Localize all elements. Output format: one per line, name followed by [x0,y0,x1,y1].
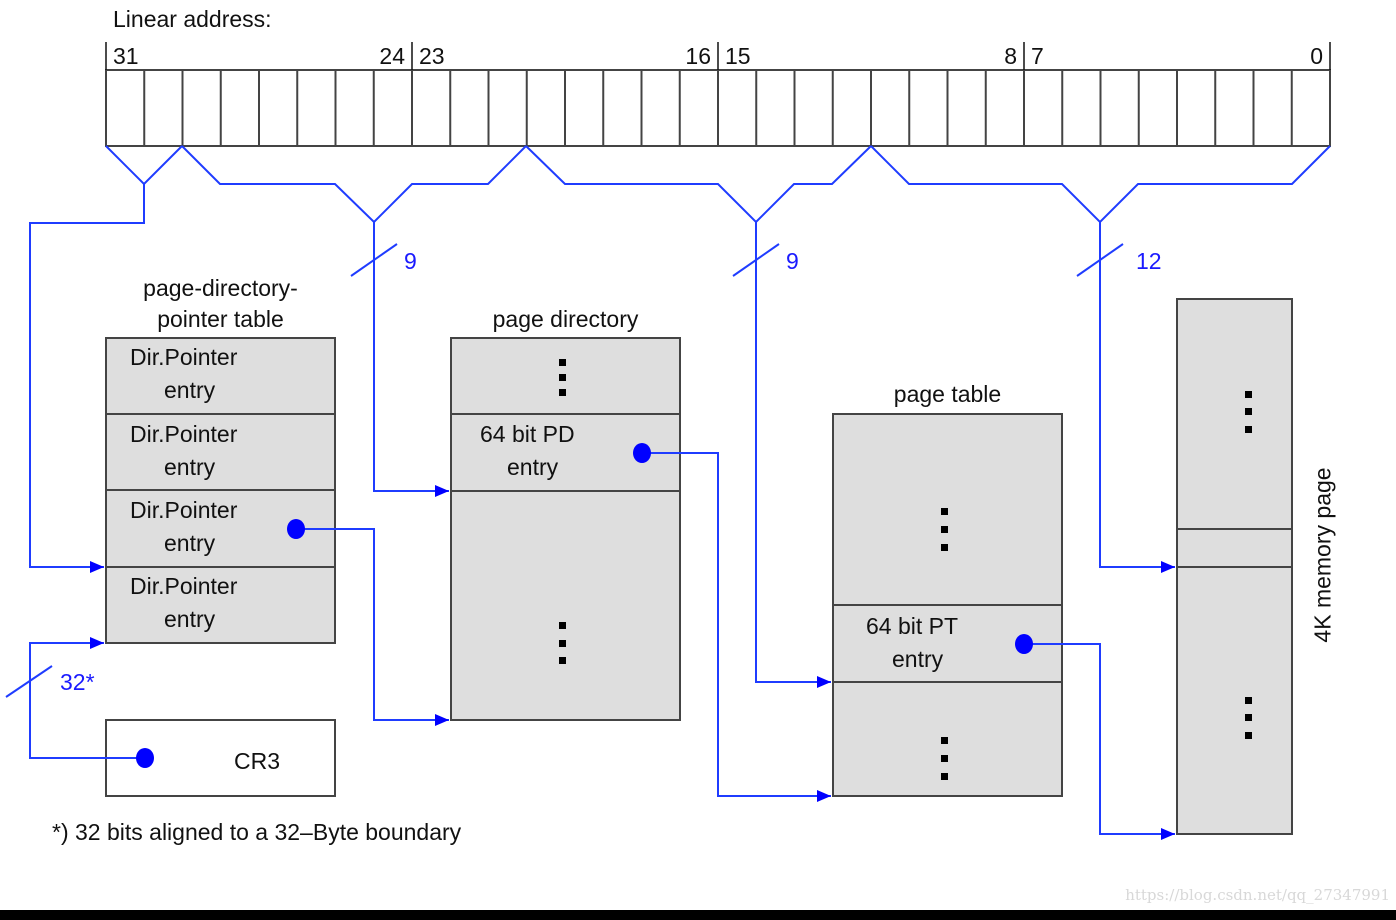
offset-width-label: 12 [1136,248,1162,274]
watermark: https://blog.csdn.net/qq_27347991 [1125,886,1390,904]
line-pdpt-entry-to-pd [296,528,449,726]
mem-ellipsis-bottom [1245,697,1252,739]
page-table-table [832,413,1063,797]
table-width-label: 9 [786,248,799,274]
linear-address-title: Linear address: [113,6,272,32]
line-dirptr-index-to-pdpt [29,184,145,573]
page-directory-title: page directory [492,306,639,332]
pd-ellipsis-bottom [559,622,566,664]
pdpt-entry-0-line2: entry [164,377,216,403]
pd-ellipsis-top [559,359,566,396]
bit-label-16: 16 [685,43,711,69]
bit-label-8: 8 [1004,43,1017,69]
bit-label-24: 24 [379,43,405,69]
pt-ellipsis-bottom [941,737,948,780]
pdpt-entry-3-line1: Dir.Pointer [130,573,238,599]
pdpt-entry-1 [105,413,336,491]
page-directory-body [450,337,681,721]
pdpt-entry-1-line2: entry [164,454,216,480]
line-table-index-to-pt [755,222,831,688]
slash-mark-offset [1076,243,1124,277]
slash-mark-table [732,243,780,277]
bit-label-23: 23 [419,43,445,69]
pdpt-entry-0-line1: Dir.Pointer [130,344,238,370]
brace-bits-31-30 [105,145,183,186]
line-cr3-to-pdpt [29,637,145,759]
linear-address-bit-grid [105,42,1331,147]
pdpt-entry-0 [105,337,336,415]
pt-entry-pointer-dot [1015,634,1033,654]
pd-entry-line1: 64 bit PD [480,421,575,447]
pdpt-entry-3 [105,566,336,644]
pd-entry-pointer-dot [633,443,651,463]
pdpt-entry-2-line1: Dir.Pointer [130,497,238,523]
connector-lines [5,145,1331,840]
cr3-width-label: 32* [60,669,95,695]
slash-mark-cr3 [5,665,53,698]
line-pt-entry-to-page [1024,643,1175,840]
pdpt-table [105,337,336,644]
dir-width-label: 9 [404,248,417,274]
memory-page-target-row [1176,528,1293,568]
pdpt-entry-3-line2: entry [164,606,216,632]
mem-ellipsis-top [1245,391,1252,433]
pointer-dots [136,443,1033,768]
pdpt-title-line2: pointer table [157,306,284,332]
slash-mark-dir [350,243,398,277]
pt-entry-line2: entry [892,646,944,672]
pt-ellipsis-top [941,508,948,551]
memory-page-table [1176,298,1293,835]
cr3-label: CR3 [234,748,281,774]
brace-bits-11-0 [870,145,1331,224]
footnote: *) 32 bits aligned to a 32–Byte boundary [52,819,462,845]
bit-label-7: 7 [1031,43,1044,69]
memory-page-title: 4K memory page [1309,467,1336,643]
pdpt-entry-pointer-dot [287,519,305,539]
pt-entry-line1: 64 bit PT [866,613,959,639]
bit-label-31: 31 [113,43,139,69]
pdpt-entry-2-line2: entry [164,530,216,556]
pdpt-title-line1: page-directory- [143,275,298,301]
brace-bits-29-21 [181,145,527,224]
line-pd-entry-to-pt [642,452,831,802]
bit-label-15: 15 [725,43,751,69]
cr3-pointer-dot [136,748,154,768]
page-table-title: page table [893,381,1002,407]
page-directory-table [450,337,681,721]
line-dir-index-to-pd [373,222,449,497]
line-offset-to-page [1099,222,1175,573]
bit-label-0: 0 [1310,43,1323,69]
pdpt-entry-1-line1: Dir.Pointer [130,421,238,447]
pd-entry-line2: entry [507,454,559,480]
brace-bits-20-12 [525,145,872,224]
